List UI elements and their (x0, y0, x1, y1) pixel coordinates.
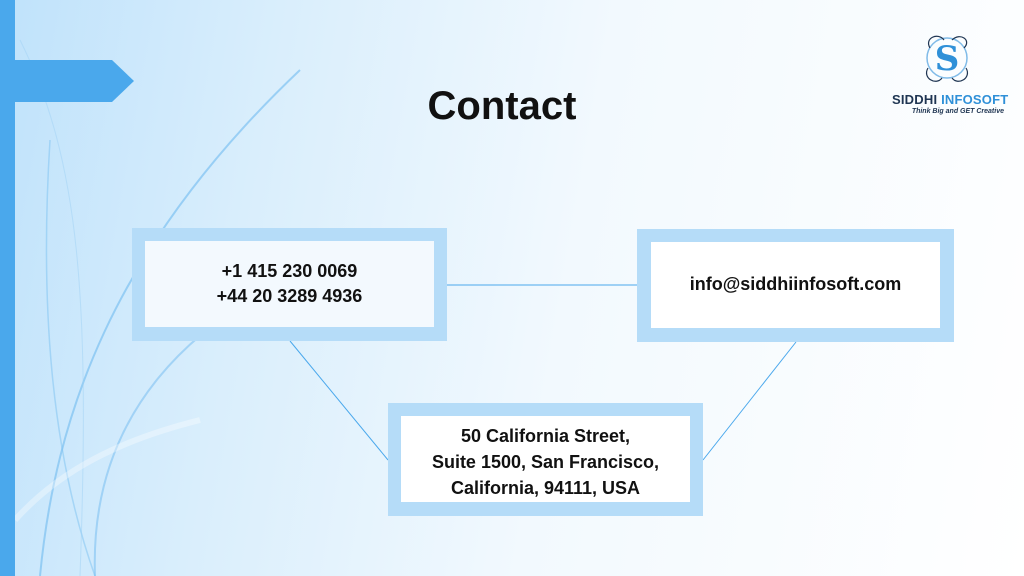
decor-swoosh-1 (39, 69, 301, 576)
address-card: 50 California Street, Suite 1500, San Fr… (388, 403, 703, 516)
logo-tagline: Think Big and GET Creative (911, 108, 1004, 115)
email-card-content: info@siddhiinfosoft.com (651, 242, 940, 328)
phone-number-us[interactable]: +1 415 230 0069 (221, 261, 358, 281)
svg-text:S: S (935, 39, 960, 79)
phone-card: +1 415 230 0069 +44 20 3289 4936 (132, 228, 447, 341)
arrow-tab-decor (0, 60, 134, 102)
page-title: Contact (427, 84, 577, 128)
address-card-content: 50 California Street, Suite 1500, San Fr… (401, 416, 690, 502)
email-link[interactable]: info@siddhiinfosoft.com (689, 274, 902, 294)
email-card: info@siddhiinfosoft.com (637, 229, 954, 342)
phone-card-content: +1 415 230 0069 +44 20 3289 4936 (145, 241, 434, 327)
address-line-3: California, 94111, USA (450, 478, 641, 498)
decor-swoosh-3 (45, 139, 96, 576)
address-line-1: 50 California Street, (460, 426, 631, 446)
address-line-2: Suite 1500, San Francisco, (431, 452, 660, 472)
logo-wordmark: SIDDHI INFOSOFT (892, 92, 1009, 107)
connector-phone-address (289, 340, 389, 461)
company-logo: S SIDDHI INFOSOFT Think Big and GET Crea… (892, 30, 1009, 122)
logo-s-icon: S (926, 35, 968, 82)
connector-email-address (702, 341, 797, 461)
decor-wave (12, 417, 201, 523)
side-accent-bar (0, 0, 15, 576)
phone-number-uk[interactable]: +44 20 3289 4936 (216, 286, 363, 306)
